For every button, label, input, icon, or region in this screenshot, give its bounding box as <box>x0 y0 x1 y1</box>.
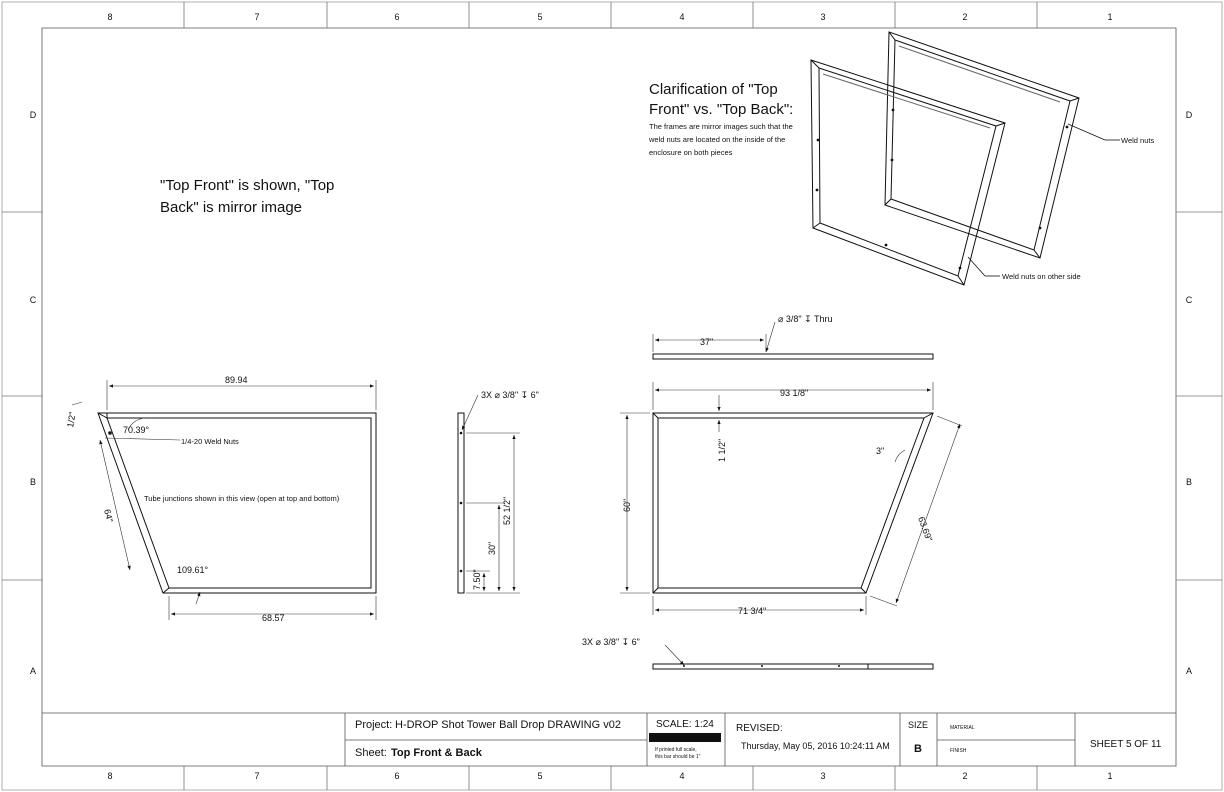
isometric-front-frame <box>811 60 1005 285</box>
clarification-note-line1: The frames are mirror images such that t… <box>649 122 793 131</box>
side-view-bar <box>458 413 464 593</box>
zone-col-top: 3 <box>820 12 825 22</box>
revised-label: REVISED: <box>736 723 783 734</box>
right-dim-height: 60" <box>622 499 632 512</box>
weld-nuts-label: Weld nuts <box>1121 136 1154 145</box>
material-label: MATERIAL <box>950 725 975 731</box>
weld-nuts-leader <box>1068 124 1105 140</box>
zone-row-left: B <box>30 477 36 487</box>
top-bar-dim-37: 37" <box>700 337 713 347</box>
bottom-bar-holes <box>683 665 840 667</box>
dim-top-angle: 70.39° <box>123 425 150 435</box>
scale-note-1: If printed full scale, <box>655 747 697 753</box>
clarification-title-line2: Front" vs. "Top Back": <box>649 101 793 118</box>
zone-col-top: 6 <box>394 12 399 22</box>
title-block-lines <box>42 713 1176 766</box>
zone-col-bottom: 8 <box>107 771 112 781</box>
sheet-label: Sheet: <box>355 747 387 759</box>
dim-bottom-length: 68.57 <box>262 613 285 623</box>
top-bar-view <box>653 354 933 359</box>
sheet-value: Top Front & Back <box>391 747 483 759</box>
side-dimension-lines <box>462 395 520 593</box>
dim-slant-length: 64" <box>102 508 115 523</box>
clarification-title-line1: Clarification of "Top <box>649 81 778 98</box>
right-frame-view <box>653 413 933 593</box>
tube-junctions-note: Tube junctions shown in this view (open … <box>144 494 340 503</box>
side-dim-52: 52 1/2" <box>502 497 512 525</box>
mirror-note-line1: "Top Front" is shown, "Top <box>160 177 334 194</box>
bottom-bar-hole-callout: 3X ⌀ 3/8" ↧ 6" <box>582 637 640 647</box>
inner-border <box>42 28 1176 766</box>
zone-col-bottom: 6 <box>394 771 399 781</box>
zone-col-top: 5 <box>537 12 542 22</box>
zone-col-top: 7 <box>254 12 259 22</box>
zone-col-bottom: 1 <box>1107 771 1112 781</box>
zone-row-right: A <box>1186 666 1192 676</box>
sheet-number: SHEET 5 OF 11 <box>1090 739 1162 750</box>
size-label: SIZE <box>908 720 928 730</box>
zone-col-top: 8 <box>107 12 112 22</box>
bottom-bar-leader <box>665 645 684 665</box>
zone-col-bottom: 4 <box>679 771 684 781</box>
right-dimension-lines <box>620 382 962 615</box>
finish-label: FINISH <box>950 748 967 754</box>
bottom-bar-view <box>653 664 933 669</box>
dim-bottom-angle: 109.61° <box>177 565 209 575</box>
isometric-back-frame <box>885 32 1079 258</box>
side-dim-30: 30" <box>487 542 497 555</box>
right-dim-tube: 1 1/2" <box>717 439 727 462</box>
weld-nut-marker <box>108 431 112 435</box>
side-hole-markers <box>459 431 463 573</box>
zone-row-right: C <box>1186 295 1193 305</box>
right-dim-top-width: 93 1/8" <box>780 388 808 398</box>
zone-col-top: 1 <box>1107 12 1112 22</box>
top-bar-hole-callout: ⌀ 3/8" ↧ Thru <box>778 314 833 324</box>
right-dim-three: 3" <box>876 446 884 456</box>
right-dim-bottom: 71 3/4" <box>738 606 766 616</box>
side-hole-callout: 3X ⌀ 3/8" ↧ 6" <box>481 390 539 400</box>
mirror-note-line2: Back" is mirror image <box>160 199 302 216</box>
size-value: B <box>914 743 922 755</box>
weld-nuts-other-side-label: Weld nuts on other side <box>1002 272 1081 281</box>
scale-bar <box>649 733 721 742</box>
weld-nuts-callout: 1/4-20 Weld Nuts <box>181 437 239 446</box>
project-value: H-DROP Shot Tower Ball Drop DRAWING v02 <box>395 719 621 731</box>
side-dim-750: 7.50" <box>472 569 482 590</box>
clarification-note-line2: weld nuts are located on the inside of t… <box>648 135 785 144</box>
dim-half-inch: 1/2" <box>65 411 78 428</box>
weld-nuts-other-leader <box>968 257 985 276</box>
top-bar-dims <box>653 322 775 352</box>
zone-col-bottom: 3 <box>820 771 825 781</box>
zone-labels: 8 7 6 5 4 3 2 1 8 7 6 5 4 3 2 1 D C B A … <box>30 12 1193 781</box>
left-dimension-lines <box>72 380 376 620</box>
zone-row-left: A <box>30 666 36 676</box>
zone-row-right: B <box>1186 477 1192 487</box>
zone-row-left: D <box>30 110 37 120</box>
revised-value: Thursday, May 05, 2016 10:24:11 AM <box>741 741 890 751</box>
zone-col-bottom: 2 <box>962 771 967 781</box>
zone-col-bottom: 7 <box>254 771 259 781</box>
zone-col-bottom: 5 <box>537 771 542 781</box>
dim-top-length: 89.94 <box>225 375 248 385</box>
zone-col-top: 2 <box>962 12 967 22</box>
zone-row-right: D <box>1186 110 1193 120</box>
scale-note-2: this bar should be 1" <box>655 754 701 760</box>
scale-label: SCALE: 1:24 <box>656 719 714 730</box>
zone-row-left: C <box>30 295 37 305</box>
clarification-note-line3: enclosure on both pieces <box>649 148 733 157</box>
left-frame-view <box>98 413 376 593</box>
project-label: Project: <box>355 719 392 731</box>
weld-nut-dots <box>815 108 1069 270</box>
zone-col-top: 4 <box>679 12 684 22</box>
